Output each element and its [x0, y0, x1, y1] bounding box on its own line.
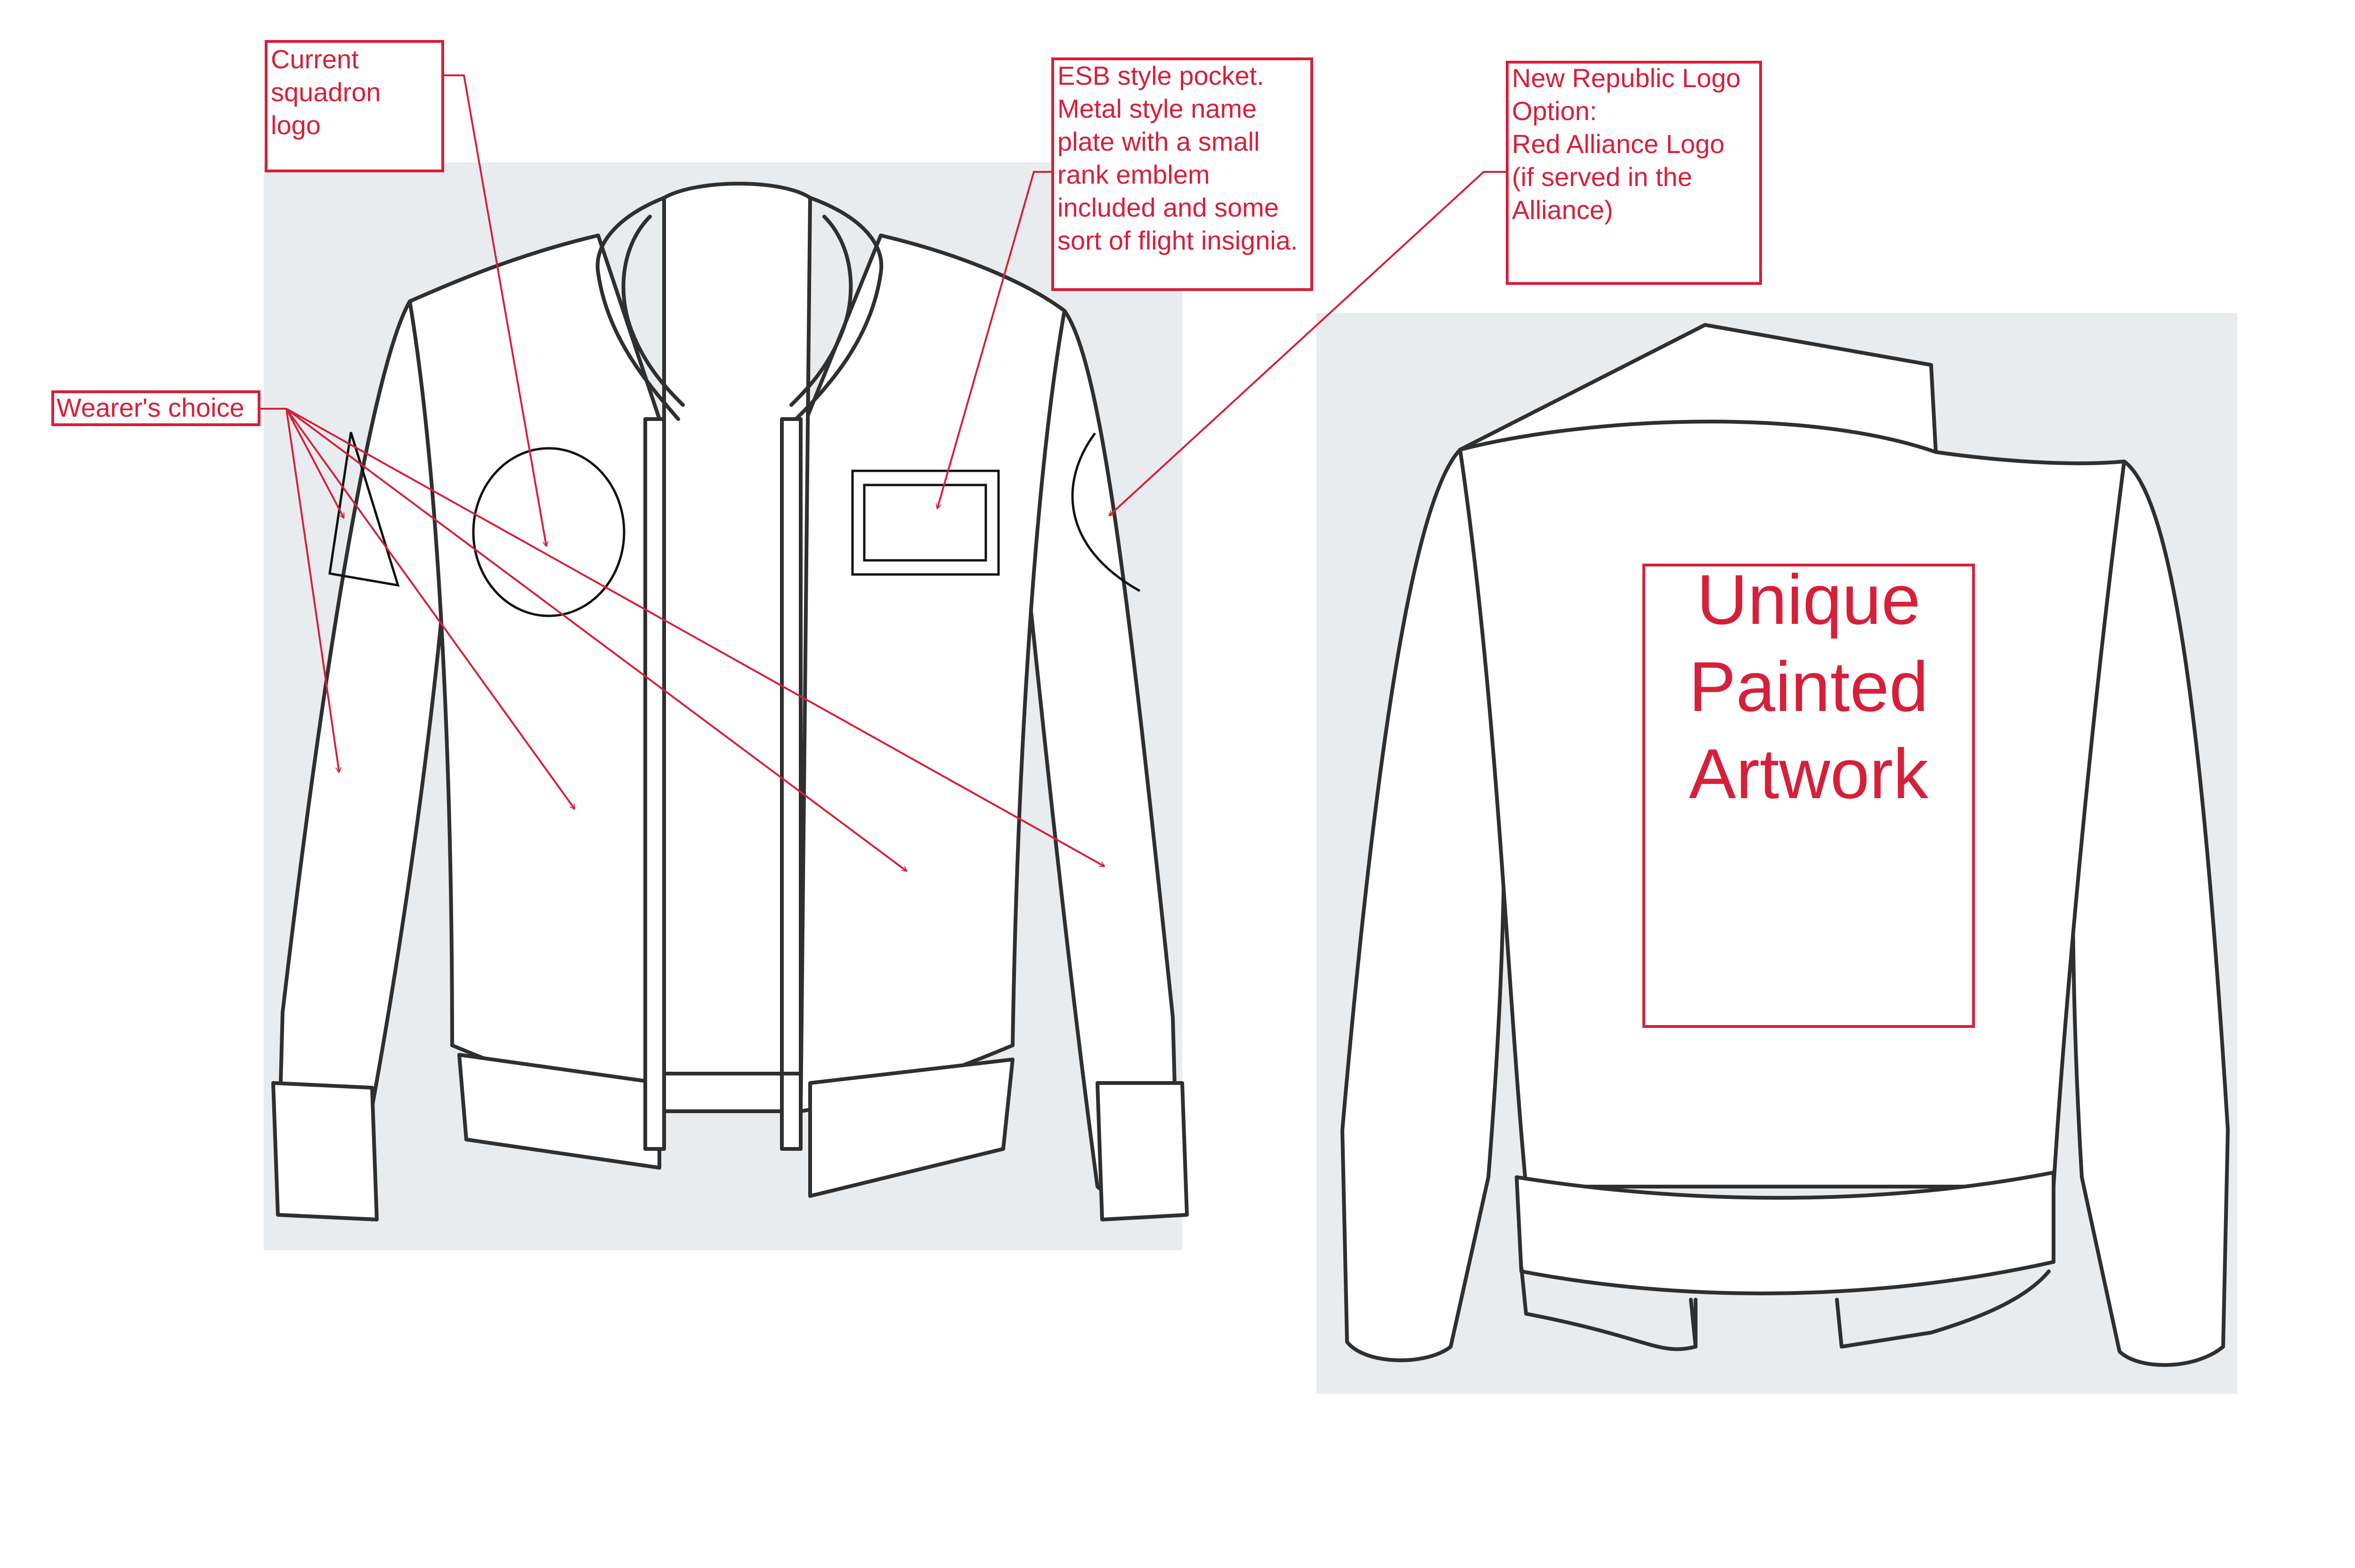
front-collar-right — [794, 196, 884, 421]
back-hem-flap-left — [1519, 1265, 1697, 1351]
wearer-arrow-4 — [285, 408, 907, 871]
front-left-zipper — [643, 417, 666, 1151]
front-collar-right-inner — [789, 215, 853, 407]
squadron-logo-arrow — [443, 74, 546, 546]
front-left-cuff — [271, 1081, 379, 1221]
pocket-callout: ESB style pocket. Metal style name plate… — [937, 57, 1313, 509]
republic-line-6: Alliance) — [1512, 195, 1613, 225]
artwork-line-3: Artwork — [1689, 734, 1929, 813]
pocket-line-5: included and some — [1057, 193, 1279, 222]
squadron-logo-circle — [472, 447, 625, 617]
republic-line-4: Red Alliance Logo — [1512, 129, 1724, 159]
sleeve-patch-triangle — [328, 432, 400, 587]
pocket-arrow — [937, 171, 1053, 509]
republic-callout: New Republic Logo Option: Red Alliance L… — [1109, 61, 1762, 516]
squadron-logo-callout: Current squadron logo — [265, 40, 546, 546]
sleeve-logo-arc — [1071, 432, 1141, 592]
back-waistband — [1515, 1171, 2055, 1295]
artwork-callout: Unique Painted Artwork — [1642, 560, 1975, 1028]
front-right-cuff — [1096, 1081, 1189, 1221]
name-plate-inner — [863, 484, 987, 562]
pocket-text: ESB style pocket. Metal style name plate… — [1057, 61, 1298, 255]
republic-box — [1506, 61, 1762, 285]
wearer-callout: Wearer's choice — [51, 390, 1104, 871]
pocket-line-4: rank emblem — [1057, 160, 1210, 189]
wearer-arrow-2 — [285, 408, 339, 772]
wearer-arrow-5 — [286, 408, 1104, 867]
wearer-text: Wearer's choice — [57, 393, 244, 422]
name-plate-outer — [851, 469, 1000, 576]
artwork-box — [1642, 564, 1975, 1028]
pocket-line-1: ESB style pocket. — [1057, 61, 1264, 90]
squadron-line-3: logo — [271, 110, 321, 140]
wearer-box — [51, 390, 260, 426]
front-collar-left-inner — [621, 215, 685, 407]
front-patch-markers — [328, 432, 1141, 617]
wearer-arrow-3 — [285, 408, 575, 809]
pocket-line-2: Metal style name — [1057, 94, 1257, 123]
republic-text: New Republic Logo Option: Red Alliance L… — [1512, 63, 1748, 225]
republic-line-3: Option: — [1512, 96, 1597, 126]
squadron-logo-box — [265, 40, 444, 172]
republic-arrow — [1109, 171, 1507, 516]
front-left-waistband — [457, 1053, 661, 1170]
squadron-line-1: Current — [271, 44, 359, 74]
front-view — [264, 162, 1189, 1250]
artwork-line-2: Painted — [1689, 647, 1929, 726]
artwork-line-1: Unique — [1697, 560, 1920, 639]
republic-line-1: New Republic Logo — [1512, 63, 1741, 93]
front-collar-left — [595, 196, 680, 421]
pocket-box — [1051, 57, 1313, 291]
squadron-line-2: squadron — [271, 77, 381, 107]
front-right-waistband — [808, 1058, 1015, 1198]
pocket-line-3: plate with a small — [1057, 127, 1260, 156]
wearer-arrows — [259, 408, 1104, 871]
pocket-line-6: sort of flight insignia. — [1057, 226, 1298, 255]
back-hem-flap-right — [1835, 1269, 2051, 1349]
republic-line-5: (if served in the — [1512, 162, 1692, 192]
squadron-logo-text: Current squadron logo — [271, 44, 388, 140]
back-hem-fold — [1689, 1298, 1697, 1349]
